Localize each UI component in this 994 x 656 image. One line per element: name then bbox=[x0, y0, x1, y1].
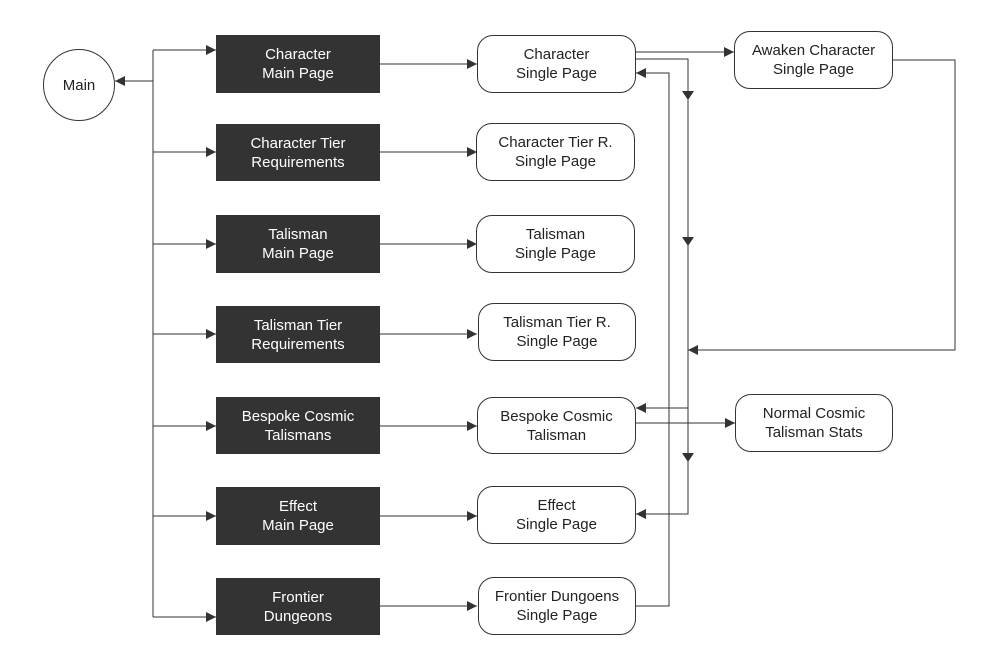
effect-main-page-node[interactable]: Effect Main Page bbox=[216, 487, 380, 545]
frontier-dungeons-single-page-node[interactable]: Frontier Dungoens Single Page bbox=[478, 577, 636, 635]
normal-cosmic-talisman-stats-node[interactable]: Normal Cosmic Talisman Stats bbox=[735, 394, 893, 452]
character-single-page-node[interactable]: Character Single Page bbox=[477, 35, 636, 93]
talisman-main-page-node[interactable]: Talisman Main Page bbox=[216, 215, 380, 273]
bespoke-cosmic-talisman-node[interactable]: Bespoke Cosmic Talisman bbox=[477, 397, 636, 454]
main-node[interactable]: Main bbox=[43, 49, 115, 121]
edge-outer-bus bbox=[626, 68, 670, 611]
bus-arrow bbox=[682, 237, 694, 246]
character-main-page-node[interactable]: Character Main Page bbox=[216, 35, 380, 93]
bespoke-cosmic-talismans-node[interactable]: Bespoke Cosmic Talismans bbox=[216, 397, 380, 454]
bus-arrow bbox=[682, 91, 694, 100]
awaken-character-single-page-node[interactable]: Awaken Character Single Page bbox=[734, 31, 893, 89]
character-tier-r-single-page-node[interactable]: Character Tier R. Single Page bbox=[476, 123, 635, 181]
talisman-tier-requirements-node[interactable]: Talisman Tier Requirements bbox=[216, 306, 380, 363]
edge-awaken-return bbox=[688, 59, 956, 355]
frontier-dungeons-node[interactable]: Frontier Dungeons bbox=[216, 578, 380, 635]
talisman-tier-r-single-page-node[interactable]: Talisman Tier R. Single Page bbox=[478, 303, 636, 361]
character-tier-requirements-node[interactable]: Character Tier Requirements bbox=[216, 124, 380, 181]
effect-single-page-node[interactable]: Effect Single Page bbox=[477, 486, 636, 544]
bus-arrow bbox=[682, 453, 694, 462]
talisman-single-page-node[interactable]: Talisman Single Page bbox=[476, 215, 635, 273]
edge-inner-bus bbox=[636, 58, 689, 519]
